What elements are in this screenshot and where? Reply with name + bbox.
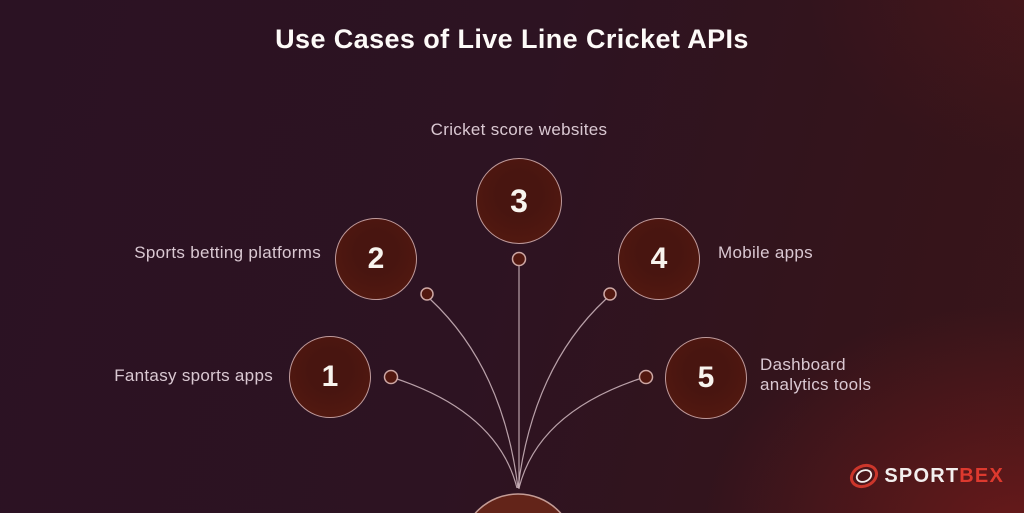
connector-line-1 [396, 378, 518, 489]
node-label-fantasy-sports-apps: Fantasy sports apps [114, 366, 273, 385]
connector-line-5 [518, 378, 640, 489]
sportbex-logo: SPORTBEX [849, 460, 1004, 492]
node-circle-4: 4 [618, 218, 700, 300]
node-label-cricket-score-websites: Cricket score websites [430, 120, 608, 139]
node-label-sports-betting-platforms: Sports betting platforms [134, 243, 321, 262]
logo-text-sport: SPORT [884, 465, 960, 487]
logo-text-bex: BEX [959, 465, 1004, 487]
connector-dot-3 [511, 251, 527, 267]
node-number-2: 2 [367, 242, 385, 275]
logo-wordmark: SPORTBEX [884, 466, 1004, 486]
connector-dot-5 [638, 369, 654, 385]
hub-circle [474, 493, 562, 513]
node-number-4: 4 [650, 242, 668, 275]
node-circle-5: 5 [665, 337, 747, 419]
node-number-3: 3 [510, 183, 528, 219]
connector-dot-1 [383, 369, 399, 385]
connector-dot-4 [603, 287, 617, 301]
sportbex-ball-icon [850, 463, 879, 489]
node-number-1: 1 [321, 360, 339, 393]
connector-dot-2 [420, 287, 434, 301]
node-circle-3: 3 [476, 158, 562, 244]
node-label-mobile-apps: Mobile apps [718, 243, 813, 262]
node-circle-1: 1 [289, 336, 371, 418]
connector-line-4 [517, 298, 607, 489]
node-circle-2: 2 [335, 218, 417, 300]
page-title: Use Cases of Live Line Cricket APIs [275, 24, 749, 54]
node-label-dashboard-analytics-tools: Dashboard analytics tools [760, 355, 872, 394]
node-number-5: 5 [697, 361, 715, 394]
connector-line-2 [429, 298, 519, 489]
